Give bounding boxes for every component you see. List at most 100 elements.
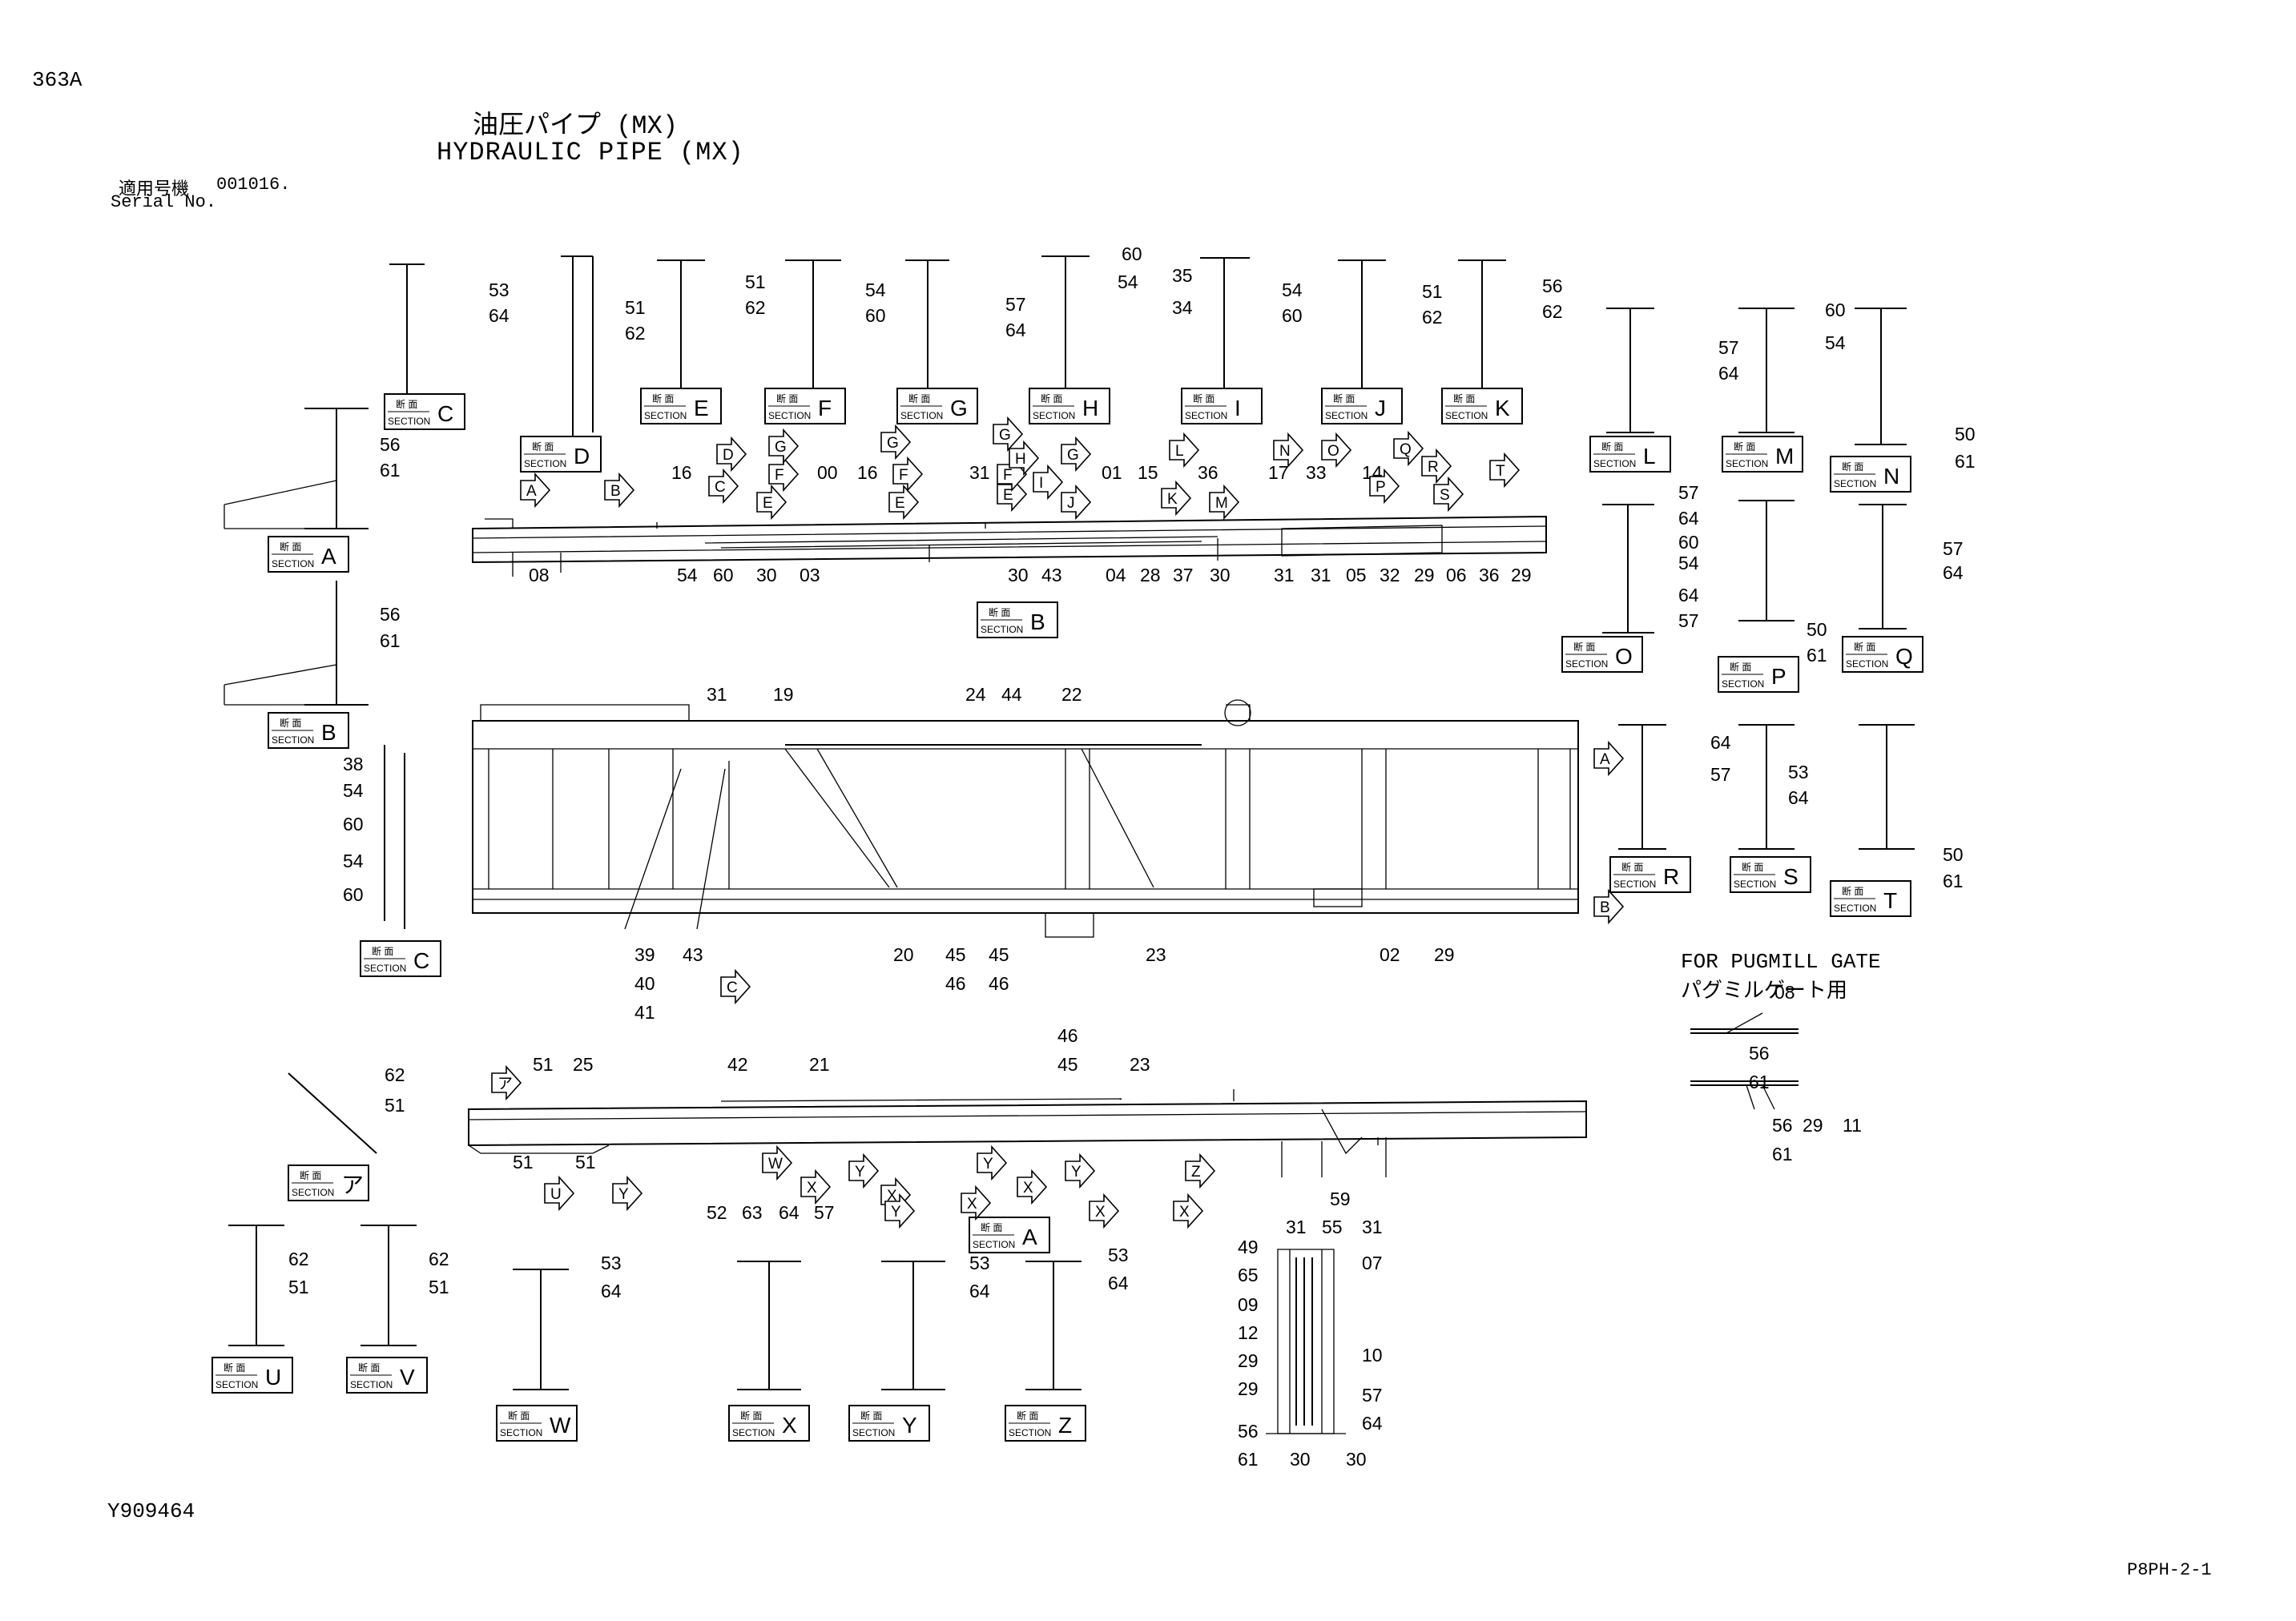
part-number-label: 30 <box>1008 565 1029 585</box>
view-arrow-shape <box>1421 448 1452 485</box>
view-arrow-letter: S <box>1440 487 1450 504</box>
view-arrow-shape <box>1489 452 1521 489</box>
view-arrow: J <box>1061 484 1092 521</box>
view-arrow: I <box>1033 464 1064 501</box>
view-arrow-shape <box>768 456 800 493</box>
part-number-label: 20 <box>893 944 914 965</box>
section-letter: B <box>321 720 336 745</box>
view-arrow-letter: G <box>1067 447 1079 464</box>
view-arrow-shape <box>716 436 747 473</box>
section-caption-ja: 断 面 <box>1842 461 1863 473</box>
view-arrow-letter: Z <box>1191 1164 1201 1181</box>
view-arrow-letter: Y <box>891 1204 901 1221</box>
view-arrow-shape <box>1593 888 1625 925</box>
view-arrow-letter: A <box>526 483 537 500</box>
view-arrow-shape <box>848 1152 880 1189</box>
view-arrow: N <box>1273 432 1304 469</box>
part-number-label: 64 <box>1678 508 1699 529</box>
part-number-label: 34 <box>1172 297 1193 318</box>
part-number-label: 61 <box>1807 645 1827 666</box>
part-number-label: 54 <box>1825 332 1846 353</box>
part-number-label: 40 <box>634 973 655 994</box>
part-number-label: 60 <box>343 884 364 905</box>
part-number-label: 11 <box>1843 1115 1862 1136</box>
part-number-label: 57 <box>814 1202 835 1223</box>
part-number-label: 51 <box>575 1152 596 1173</box>
section-letter: B <box>1030 609 1045 634</box>
view-arrow: B <box>604 472 635 509</box>
view-arrow-shape <box>1089 1193 1120 1229</box>
part-number-label: 51 <box>745 272 766 292</box>
serial-label-english: Serial No. <box>111 192 217 212</box>
section-letter: Z <box>1058 1413 1072 1438</box>
view-arrow: A <box>520 472 551 509</box>
part-number-label: 60 <box>713 565 734 585</box>
view-arrow-shape <box>708 468 739 505</box>
section-caption-ja: 断 面 <box>1842 885 1863 897</box>
part-number-label: 29 <box>1511 565 1532 585</box>
part-number-label: 25 <box>573 1054 594 1075</box>
section-caption-en: SECTION <box>852 1427 895 1438</box>
section-letter: E <box>694 396 709 420</box>
view-arrow-shape <box>961 1185 992 1221</box>
section-caption-ja: 断 面 <box>908 392 930 404</box>
section-letter: Y <box>902 1413 917 1438</box>
part-number-label: 04 <box>1106 565 1126 585</box>
view-arrow-shape <box>1273 432 1304 469</box>
part-number-label: 64 <box>1710 732 1731 753</box>
part-number-label: 59 <box>1330 1189 1351 1209</box>
section-letter: X <box>782 1413 797 1438</box>
section-caption-ja: 断 面 <box>652 392 674 404</box>
part-number-label: 57 <box>1718 337 1739 358</box>
section-letter: T <box>1883 888 1897 913</box>
view-arrow: M <box>1209 484 1240 521</box>
section-caption-en: SECTION <box>364 963 406 974</box>
part-number-label: 46 <box>1057 1025 1078 1046</box>
view-arrow-shape <box>1393 430 1424 467</box>
part-number-label: 62 <box>745 297 766 318</box>
view-arrow-letter: X <box>887 1188 897 1205</box>
view-arrow-shape <box>1161 480 1192 517</box>
part-number-label: 36 <box>1198 462 1218 483</box>
view-arrow-letter: F <box>899 467 908 484</box>
part-number-label: 57 <box>1943 538 1964 559</box>
part-number-label: 45 <box>989 944 1009 965</box>
view-arrow-shape <box>491 1064 522 1101</box>
part-number-label: 54 <box>1678 553 1699 573</box>
part-number-label: 51 <box>625 297 646 318</box>
view-arrow-shape <box>1173 1193 1204 1229</box>
part-number-label: 55 <box>1322 1217 1343 1237</box>
view-arrow: K <box>1161 480 1192 517</box>
view-arrow-letter: C <box>715 479 726 496</box>
section-caption-ja: 断 面 <box>776 392 798 404</box>
section-caption-en: SECTION <box>981 624 1023 635</box>
section-caption-ja: 断 面 <box>372 945 393 957</box>
section-caption-en: SECTION <box>644 410 687 421</box>
view-arrow: L <box>1169 432 1200 469</box>
section-tag: 断 面 SECTION E <box>640 388 722 424</box>
view-arrow-shape <box>888 484 920 521</box>
view-arrow-shape <box>604 472 635 509</box>
part-number-label: 12 <box>1238 1322 1259 1343</box>
section-caption-en: SECTION <box>272 558 314 569</box>
section-caption-ja: 断 面 <box>1854 641 1875 653</box>
view-arrow-shape <box>1033 464 1064 501</box>
section-caption-en: SECTION <box>732 1427 775 1438</box>
view-arrow-shape <box>884 1193 916 1229</box>
part-number-label: 30 <box>1290 1449 1311 1470</box>
view-arrow: G <box>1061 436 1092 473</box>
part-number-label: 43 <box>683 944 703 965</box>
part-number-label: 56 <box>380 434 401 455</box>
view-arrow: S <box>1433 476 1464 513</box>
part-number-label: 23 <box>1130 1054 1150 1075</box>
section-caption-ja: 断 面 <box>1730 661 1751 673</box>
section-caption-ja: 断 面 <box>1601 440 1623 453</box>
